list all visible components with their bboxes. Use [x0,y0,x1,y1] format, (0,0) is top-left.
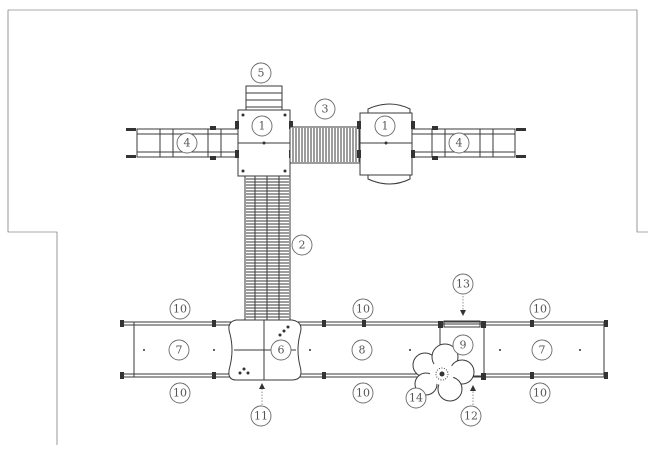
callout-10-bottom-mid: 10 [352,382,374,404]
callout-4-right: 4 [448,132,470,154]
callout-10-top-mid: 10 [352,298,374,320]
central-platform [228,319,302,381]
callout-label: 10 [356,303,370,316]
callout-11: 11 [250,405,272,427]
callout-1-right: 1 [374,115,396,137]
callout-10-bottom-left: 10 [169,382,191,404]
callout-13: 13 [452,273,474,295]
bridge-walkway [289,126,361,164]
callout-label: 13 [456,278,470,291]
callout-10-bottom-right: 10 [529,382,551,404]
callout-label: 7 [176,344,183,357]
callout-label: 10 [173,387,187,400]
callout-1-left: 1 [251,115,273,137]
callout-label: 10 [173,303,187,316]
callout-2: 2 [291,234,313,256]
callout-10-top-left: 10 [169,298,191,320]
callout-7-left: 7 [168,339,190,361]
callout-label: 4 [184,137,191,150]
callout-label: 14 [409,392,423,405]
callout-12: 12 [460,405,482,427]
callout-label: 8 [359,344,366,357]
vertical-climber-corridor [244,175,291,323]
callout-label: 10 [533,303,547,316]
callout-9: 9 [452,334,474,356]
callout-label: 5 [258,67,265,80]
callout-label: 6 [278,344,285,357]
callout-label: 10 [533,387,547,400]
callout-6: 6 [270,339,292,361]
callout-label: 1 [382,120,389,133]
callout-3: 3 [314,98,336,120]
callout-label: 12 [464,410,478,423]
callout-label: 11 [254,410,268,423]
callout-label: 7 [539,344,546,357]
callout-label: 4 [456,137,463,150]
callout-4-left: 4 [176,132,198,154]
callout-label: 1 [259,120,266,133]
site-boundary [7,9,648,445]
lower-structure [120,320,608,379]
callout-label: 3 [322,103,329,116]
callout-label: 10 [356,387,370,400]
top-ladder [239,85,289,117]
callout-5: 5 [250,62,272,84]
callout-labels: 1 1 2 3 4 4 5 6 7 7 8 9 10 10 10 10 10 1… [168,62,553,427]
flower-climber [412,343,475,402]
callout-7-right: 7 [531,339,553,361]
callout-label: 2 [299,239,306,252]
callout-14: 14 [405,387,427,409]
callout-10-top-right: 10 [529,298,551,320]
callout-8: 8 [351,339,373,361]
callout-label: 9 [460,339,467,352]
